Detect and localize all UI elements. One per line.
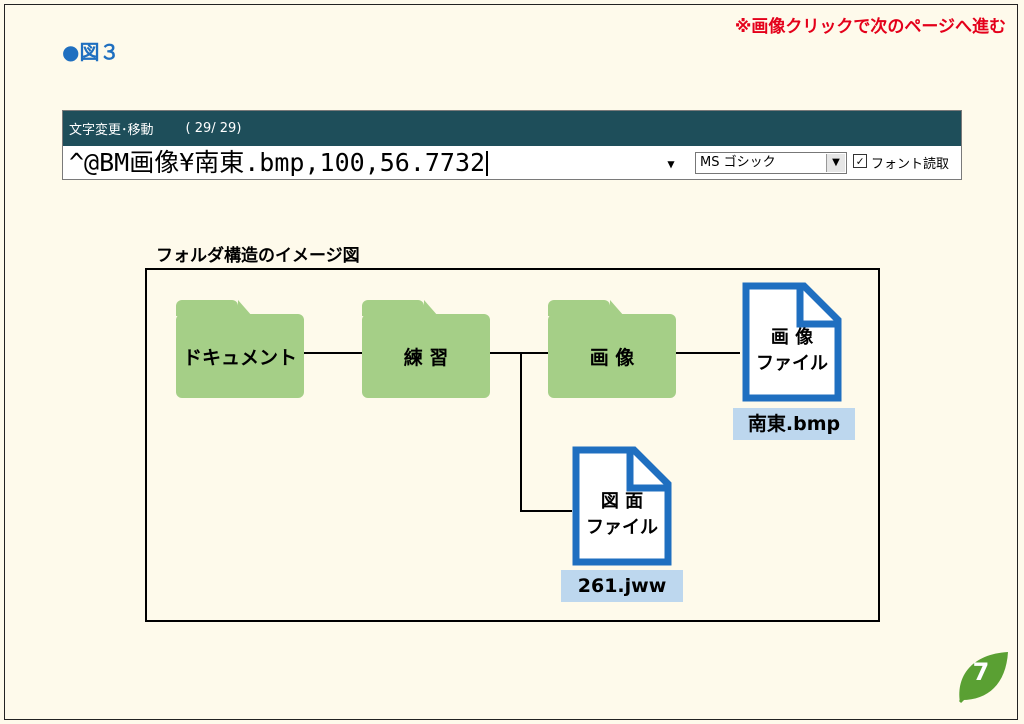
file-label-line2: ファイル	[586, 517, 658, 538]
image-file: 画 像 ファイル	[740, 282, 844, 402]
folder-documents: ドキュメント	[176, 300, 304, 398]
folder-label: ドキュメント	[176, 314, 304, 398]
diagram-frame	[145, 268, 880, 622]
diagram-caption: フォルダ構造のイメージ図	[156, 246, 360, 266]
next-page-hint[interactable]: ※画像クリックで次のページへ進む	[734, 17, 1006, 37]
folder-icon	[362, 300, 438, 316]
page-number-text: 7	[972, 658, 990, 686]
figure-title: ●図３	[62, 40, 120, 64]
dialog-titlebar: 文字変更･移動 ( 29/ 29)	[63, 111, 961, 146]
folder-icon	[548, 300, 624, 316]
font-select[interactable]: MS ゴシック ▼	[695, 152, 847, 174]
page-number: 7	[952, 648, 1010, 706]
dialog-counter: ( 29/ 29)	[185, 121, 242, 136]
drawing-file: 図 面 ファイル	[570, 446, 674, 566]
page-border	[4, 4, 1018, 720]
connector-line	[304, 352, 362, 354]
text-change-dialog: 文字変更･移動 ( 29/ 29) ^@BM画像¥南東.bmp,100,56.7…	[62, 110, 962, 180]
file-label-line1: 画 像	[770, 327, 814, 348]
connector-line	[520, 510, 572, 512]
font-read-checkbox-label: フォント読取	[871, 157, 950, 172]
folder-label: 練 習	[362, 314, 490, 398]
leaf-icon	[958, 652, 1008, 704]
connector-line	[520, 352, 522, 512]
font-dropdown-arrow-icon[interactable]: ▼	[826, 154, 845, 172]
command-dropdown-arrow-icon[interactable]: ▼	[667, 157, 675, 171]
file-label-line2: ファイル	[756, 353, 828, 374]
dialog-title: 文字変更･移動	[69, 123, 154, 138]
file-icon	[742, 282, 842, 402]
drawing-file-name: 261.jww	[561, 570, 683, 602]
font-read-checkbox[interactable]: ✓	[853, 154, 867, 168]
dialog-row: ^@BM画像¥南東.bmp,100,56.7732 ▼ MS ゴシック ▼ ✓ …	[63, 146, 961, 179]
font-select-value: MS ゴシック	[700, 155, 776, 170]
folder-practice: 練 習	[362, 300, 490, 398]
folder-icon	[176, 300, 252, 316]
file-label-line1: 図 面	[600, 491, 644, 512]
image-file-name: 南東.bmp	[733, 408, 855, 440]
command-text-value: ^@BM画像¥南東.bmp,100,56.7732	[69, 149, 486, 176]
connector-line	[676, 352, 740, 354]
connector-line	[490, 352, 548, 354]
text-caret	[486, 151, 489, 176]
folder-label: 画 像	[548, 314, 676, 398]
command-text-input[interactable]: ^@BM画像¥南東.bmp,100,56.7732	[69, 149, 665, 176]
folder-images: 画 像	[548, 300, 676, 398]
file-icon	[572, 446, 672, 566]
